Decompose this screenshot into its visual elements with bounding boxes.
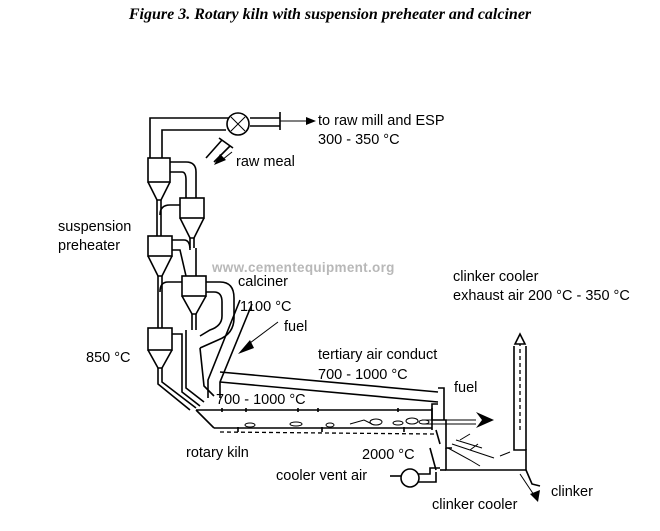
label-clinker: clinker bbox=[551, 484, 593, 500]
clinker-cooler bbox=[429, 346, 527, 471]
cooler-exhaust-flow bbox=[513, 332, 527, 430]
label-preheater: preheater bbox=[58, 238, 120, 254]
riser-duct-2 bbox=[156, 204, 180, 236]
label-fuel-calciner: fuel bbox=[284, 319, 307, 335]
calciner-fuel-lance bbox=[238, 321, 279, 354]
label-suspension: suspension bbox=[58, 219, 131, 235]
cyclone-stage-2 bbox=[179, 197, 205, 248]
label-to-raw-mill: to raw mill and ESP bbox=[318, 113, 445, 129]
label-exhaust-temp: 300 - 350 °C bbox=[318, 132, 400, 148]
label-cooler-exhaust-1: clinker cooler bbox=[453, 269, 539, 285]
label-rotary-kiln: rotary kiln bbox=[186, 445, 249, 461]
label-kiln-temp: 700 - 1000 °C bbox=[216, 392, 306, 408]
label-cooler-exhaust-2: exhaust air 200 °C - 350 °C bbox=[453, 288, 630, 304]
exhaust-duct bbox=[149, 112, 316, 158]
label-temp-2000: 2000 °C bbox=[362, 447, 415, 463]
riser-duct-1 bbox=[170, 161, 197, 198]
riser-duct-4 bbox=[157, 281, 182, 328]
riser-duct-3 bbox=[172, 239, 197, 277]
rotary-kiln bbox=[195, 408, 435, 435]
raw-meal-inlet bbox=[205, 137, 234, 165]
kiln-burner-icon bbox=[422, 412, 494, 428]
label-tertiary-air: tertiary air conduct bbox=[318, 347, 437, 363]
watermark-text: www.cementequipment.org bbox=[211, 260, 395, 275]
cooler-outlet bbox=[519, 469, 541, 502]
cyclone-stage-3 bbox=[147, 235, 173, 288]
label-calciner: calciner bbox=[238, 274, 288, 290]
exhaust-fan-icon bbox=[226, 112, 250, 136]
tertiary-air-duct bbox=[219, 371, 445, 420]
label-clinker-cooler: clinker cooler bbox=[432, 497, 518, 513]
cyclone-stage-4 bbox=[181, 275, 207, 330]
cyclone-stage-5 bbox=[147, 327, 197, 411]
label-fuel-kiln: fuel bbox=[454, 380, 477, 396]
label-cooler-vent-air: cooler vent air bbox=[276, 468, 367, 484]
figure-title: Figure 3. Rotary kiln with suspension pr… bbox=[128, 6, 532, 23]
label-raw-meal: raw meal bbox=[236, 154, 295, 170]
kiln-clinker-bed bbox=[244, 417, 430, 428]
label-tertiary-temp: 700 - 1000 °C bbox=[318, 367, 408, 383]
cooler-vent-fan-icon bbox=[390, 467, 440, 488]
label-temp-850: 850 °C bbox=[86, 350, 131, 366]
label-calciner-temp: 1100 °C bbox=[240, 299, 291, 315]
calciner-riser bbox=[172, 330, 215, 407]
cyclone-stage-1 bbox=[147, 157, 171, 210]
